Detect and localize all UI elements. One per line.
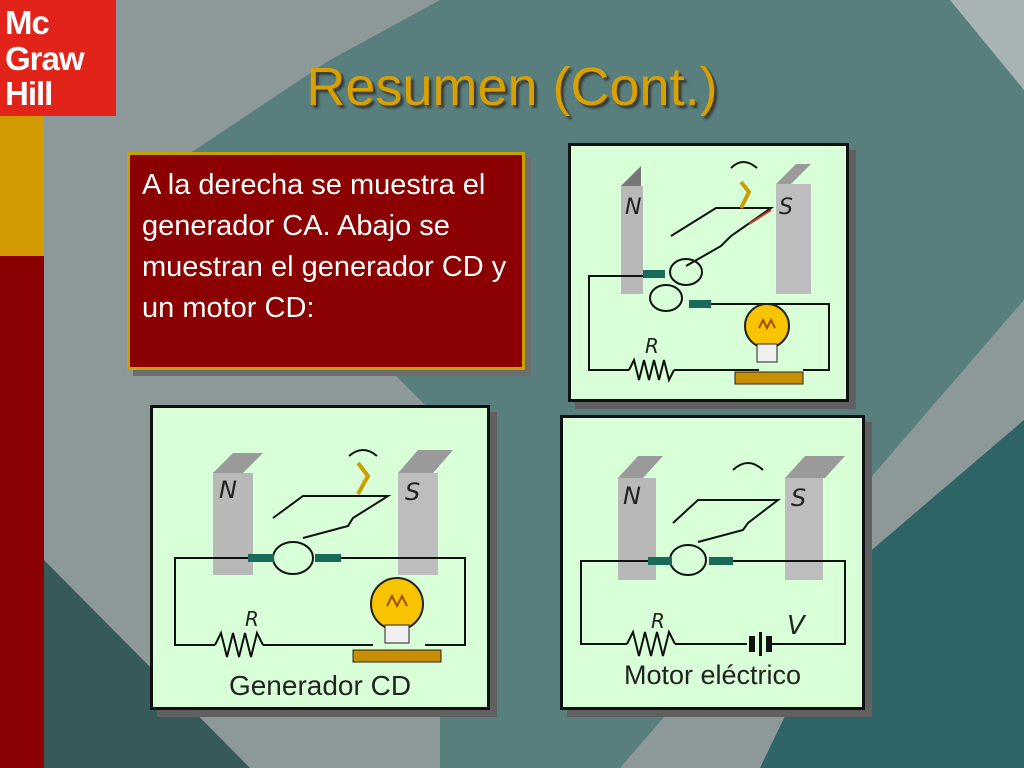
commutator-icon [669, 544, 707, 576]
armature-coil [272, 495, 392, 539]
rotation-arrow-icon [732, 462, 764, 471]
voltage-label: V [787, 611, 807, 641]
dc-motor-caption: Motor eléctrico [623, 660, 802, 690]
ac-generator-panel: N S R [568, 143, 849, 402]
dc-generator-caption: Generador CD [228, 670, 412, 701]
resistor-label: R [645, 334, 659, 358]
dc-generator-panel: N S R Generador CD [150, 405, 490, 710]
intro-text: A la derecha se muestra el generador CA.… [142, 169, 507, 324]
rotation-arrow-icon [348, 449, 378, 457]
south-magnet [776, 184, 811, 294]
intro-text-box: A la derecha se muestra el generador CA.… [127, 152, 525, 370]
south-label: S [405, 478, 420, 506]
battery-icon [749, 632, 772, 656]
north-magnet [621, 186, 643, 294]
south-label: S [791, 484, 806, 512]
south-label: S [779, 195, 793, 220]
logo-line-3: Hill [5, 75, 53, 112]
logo-line-1: Mc [5, 4, 50, 41]
light-bulb-icon [734, 303, 804, 385]
north-label: N [625, 195, 641, 220]
light-bulb-icon [352, 577, 442, 663]
commutator-icon [272, 541, 314, 575]
logo-line-2: Graw [5, 40, 85, 77]
dc-motor-diagram: N S R V [580, 456, 846, 657]
north-label: N [219, 476, 237, 504]
resistor-label: R [245, 607, 259, 631]
dc-generator-diagram: N S R [174, 449, 466, 663]
south-magnet [785, 478, 823, 580]
north-label: N [623, 482, 641, 510]
resistor-icon [626, 629, 676, 657]
slide-title: Resumen (Cont.) [306, 57, 718, 117]
armature-coil [670, 207, 775, 267]
ac-generator-diagram: N S R [588, 161, 830, 385]
dc-motor-panel: N S R V Motor eléctrico [560, 415, 865, 710]
rotation-arrow-icon [730, 161, 758, 169]
resistor-label: R [651, 609, 665, 633]
resistor-icon [214, 630, 264, 658]
mcgraw-hill-logo: Mc Graw Hill [0, 0, 116, 116]
slip-ring-icon [669, 258, 703, 286]
resistor-icon [628, 357, 675, 383]
armature-coil [672, 499, 781, 543]
